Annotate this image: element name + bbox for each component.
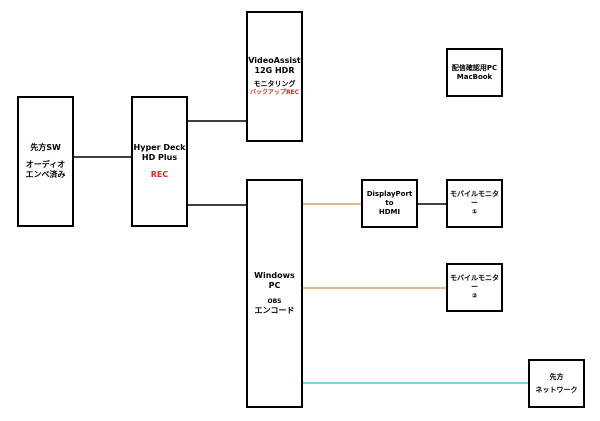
- node-displayport-adapter: DisplayPort to HDMI: [361, 179, 418, 228]
- windows-pc-sub1: OBS: [267, 298, 282, 306]
- node-mobile-monitor-1: モバイルモニター ①: [446, 179, 503, 228]
- windows-pc-title: Windows PC: [254, 271, 295, 291]
- node-macbook: 配信確認用PC MacBook: [446, 48, 503, 97]
- client-switcher-line1: オーディオ: [25, 160, 66, 169]
- node-client-network: 先方 ネットワーク: [528, 359, 585, 408]
- hyperdeck-line1: Hyper Deck: [133, 143, 186, 152]
- videoassist-line3: モニタリング: [253, 80, 296, 89]
- monitor2-line1: モバイルモニター: [450, 274, 499, 292]
- node-hyperdeck: Hyper Deck HD Plus REC: [131, 96, 188, 227]
- client-switcher-line2: エンベ済み: [25, 170, 66, 179]
- hyperdeck-rec-label: REC: [150, 170, 169, 179]
- client-switcher-title: 先方SW: [30, 143, 61, 152]
- windows-pc-sub2: エンコード: [254, 305, 295, 315]
- macbook-line1: 配信確認用PC: [451, 63, 498, 72]
- node-mobile-monitor-2: モバイルモニター ②: [446, 263, 503, 312]
- node-windows-pc: Windows PC OBS エンコード: [246, 179, 303, 408]
- macbook-line2: MacBook: [456, 72, 493, 81]
- hyperdeck-line2: HD Plus: [141, 153, 178, 162]
- monitor1-line1: モバイルモニター: [450, 190, 499, 208]
- displayport-line2: to: [385, 199, 394, 208]
- node-client-switcher: 先方SW オーディオ エンベ済み: [17, 96, 74, 227]
- network-line2: ネットワーク: [535, 385, 578, 394]
- monitor1-line2: ①: [471, 207, 478, 216]
- videoassist-rec-label: バックアップREC: [249, 89, 300, 97]
- displayport-line1: DisplayPort: [366, 190, 413, 199]
- node-videoassist: VideoAssist 12G HDR モニタリング バックアップREC: [246, 11, 303, 142]
- monitor2-line2: ②: [471, 291, 478, 300]
- videoassist-line2: 12G HDR: [254, 66, 295, 76]
- displayport-line3: HDMI: [378, 207, 401, 216]
- network-line1: 先方: [549, 372, 564, 381]
- videoassist-line1: VideoAssist: [248, 56, 301, 66]
